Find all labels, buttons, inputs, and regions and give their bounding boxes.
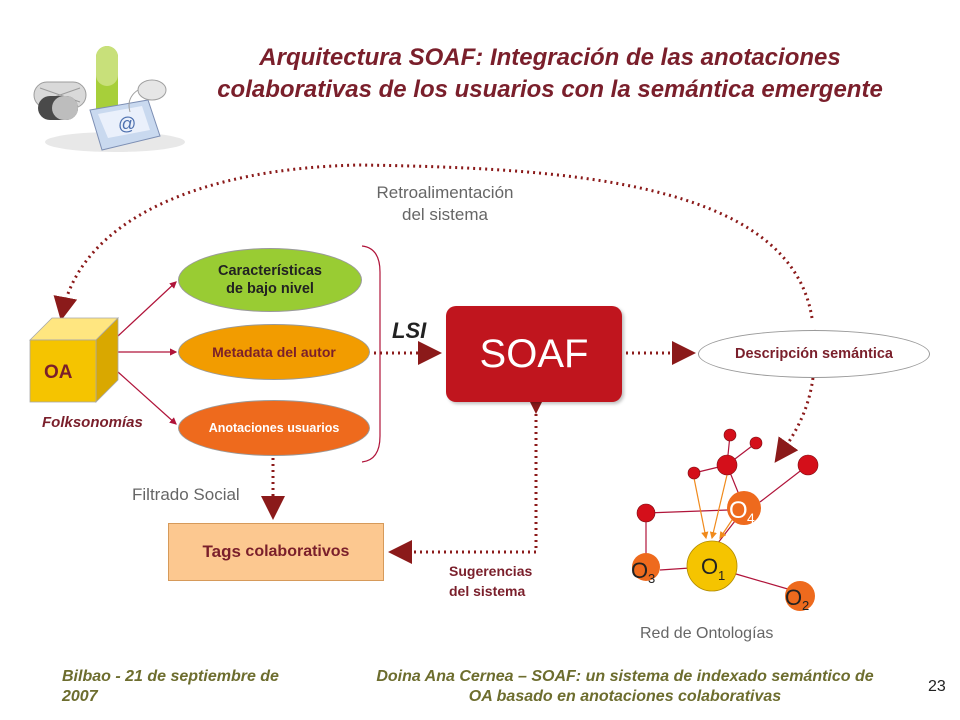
ontology-node-o4: O 4 [727,491,761,526]
semantic-description-ellipse: Descripción semántica [698,330,930,378]
ontology-o1-sub: 1 [718,568,725,583]
footer-center-line2: OA basado en anotaciones colaborativas [468,688,782,705]
footer-center: Doina Ana Cernea – SOAF: un sistema de i… [330,667,920,707]
features-line2: de bajo nivel [226,281,314,297]
tags-box: Tags colaborativos [168,523,384,581]
oa-to-features [117,281,177,337]
footer-left-line1: Bilbao - 21 de septiembre de [62,668,279,685]
oa-to-annotations [117,371,177,425]
tags-word: Tags [202,542,241,561]
annotations-ellipse: Anotaciones usuarios [178,400,370,456]
ontology-o2-sub: 2 [802,598,809,613]
svg-text:@: @ [118,114,136,134]
footer-center-line1: Doina Ana Cernea – SOAF: un sistema de i… [376,668,874,685]
ontology-node-o3: O 3 [631,553,660,586]
logo-illustration: @ [33,46,185,152]
features-ellipse: Características de bajo nivel [178,248,362,312]
tags-rest: colaborativos [240,543,350,560]
feedback-label: Retroalimentación del sistema [340,182,550,226]
suggestions-arrow [388,390,548,564]
suggestions-label: Sugerencias del sistema [449,561,532,601]
oa-cube [29,317,119,403]
page-title: Arquitectura SOAF: Integración de las an… [217,44,883,103]
suggestions-line2: del sistema [449,583,526,599]
page-number: 23 [928,678,946,695]
oa-label: OA [44,362,73,383]
ontology-o2-label: O [785,585,802,610]
footer-left: Bilbao - 21 de septiembre de 2007 [62,667,332,707]
features-line1: Características [218,263,322,279]
ontology-node-o1: O 1 [686,540,738,592]
feedback-label-line2: del sistema [402,205,488,224]
ontology-o4-sub: 4 [747,510,755,526]
soaf-block: SOAF [446,306,622,402]
feedback-arc [53,163,814,321]
metadata-ellipse: Metadata del autor [178,324,370,380]
ontology-o4-label: O [729,497,748,524]
ontology-network-label: Red de Ontologías [640,625,774,642]
ontology-node-o2: O 2 [785,581,815,613]
ontology-o3-sub: 3 [648,571,655,586]
feedback-label-line1: Retroalimentación [376,183,514,202]
footer-left-line2: 2007 [62,688,98,705]
lsi-label: LSI [392,318,427,343]
suggestions-line1: Sugerencias [449,563,533,579]
folksonomias-label: Folksonomías [42,414,143,431]
ontology-small-nodes [636,428,819,523]
social-filter-label: Filtrado Social [132,485,240,504]
ontology-o3-label: O [631,558,648,583]
ontology-o1-label: O [701,554,718,579]
